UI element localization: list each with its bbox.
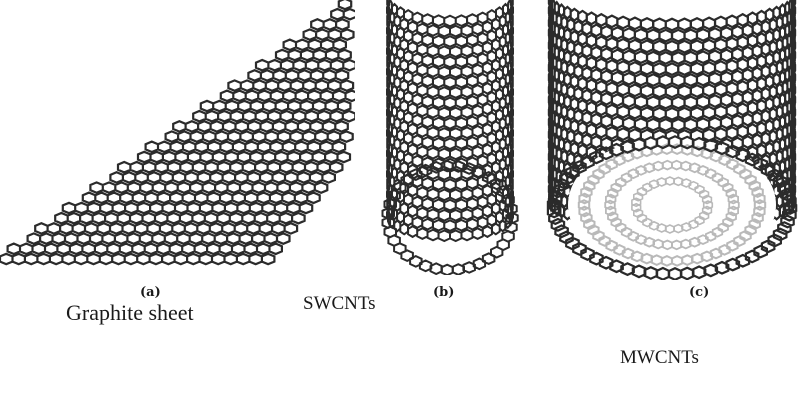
mwcnt-inner-cavity: [568, 137, 776, 273]
mwcnt-drawing: [546, 0, 798, 280]
panel-mwcnt: [540, 0, 805, 280]
panel-b-name: SWCNTs: [303, 293, 376, 314]
swcnt-open-end: [381, 159, 519, 275]
panel-graphite-sheet: [0, 0, 355, 270]
mwcnt-open-end: [546, 135, 798, 280]
mwcnt-inner-shell-4: [631, 176, 714, 234]
panel-swcnt: [370, 0, 530, 275]
panel-a-tag: (a): [140, 285, 161, 300]
mwcnt-inner-shell-3: [604, 159, 740, 251]
graphene-lattice: [0, 0, 355, 266]
panel-a-name: Graphite sheet: [66, 300, 194, 325]
panel-c-tag: (c): [689, 285, 710, 300]
mwcnt-inner-shell-2: [577, 143, 767, 267]
swcnt-drawing: [381, 0, 519, 275]
swcnt-wall: [386, 0, 514, 243]
panel-c-name: MWCNTs: [620, 347, 699, 368]
graphite-sheet-drawing: [0, 0, 355, 266]
panel-b-tag: (b): [433, 285, 455, 300]
